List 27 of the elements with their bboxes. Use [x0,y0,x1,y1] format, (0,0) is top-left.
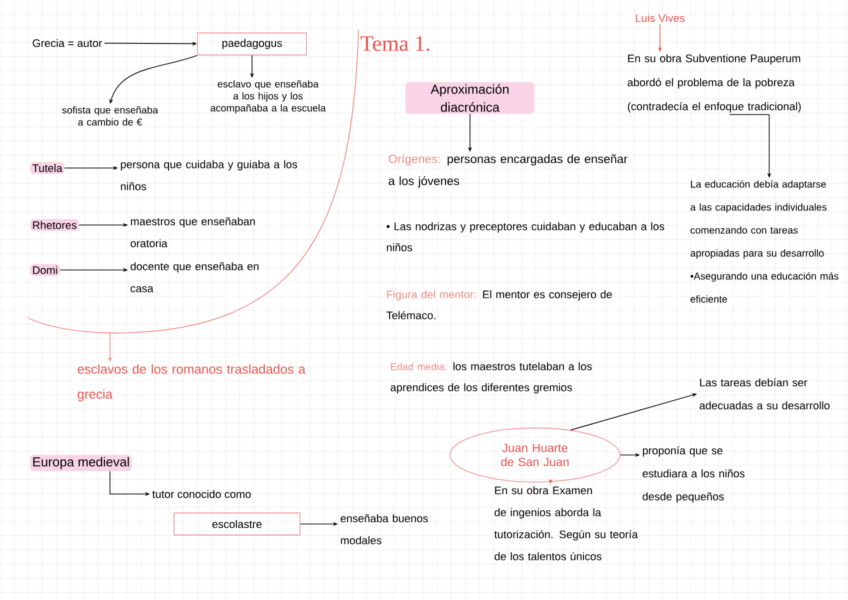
term-box: escolastre [174,512,300,536]
note-text: esclavo que enseñaba a los hijos y los acompañaba a la escuela [210,80,326,114]
note-text: enseñaba buenos modales [340,514,428,544]
highlighted-term: Aproximación diacrónica [406,82,534,114]
note-text: Orígenes: personas encargadas de enseñar a los jóvenes [388,154,628,188]
note-text: En su obra Examen de ingenios aborda la tutorización. Según su teoría de los talentos únicos [494,486,638,560]
note-text: Figura del mentor: El mentor es consejero de Telémaco. [386,290,612,320]
note-text: persona que cuidaba y guiaba a los niños [120,160,298,190]
region-outline [28,30,359,334]
label: El mentor es consejero de [483,290,612,300]
note-text: En su obra Subventione Pauperum abordó el problema de la pobreza (contradecía el enfoque tradicional) [628,54,801,112]
note-text: esclavos de los romanos trasladados a grecia [78,364,306,402]
note-text: La educación debía adaptarse a las capacidades individuales comenzando con tareas apropiadas para su desarrollo •Asegurando una educación más eficiente [690,180,838,303]
note-text: proponía que se estudiara a los niños desde pequeños [642,446,744,503]
note-text: • Las nodrizas y preceptores cuidaban y educaban a los niños [386,222,664,252]
note-text: tutor conocido como [152,490,251,498]
title: Tema 1. [360,36,430,52]
label: Telémaco. [386,311,436,320]
highlighted-term: Europa medieval [30,454,132,472]
label: Figura del mentor: [387,290,476,300]
name-text: Luis Vives [636,14,685,22]
note-text: sofista que enseñaba a cambio de € [62,106,158,126]
note-text: Grecia = autor [32,38,102,48]
note-text: docente que enseñaba en casa [130,262,258,292]
term-box: paedagogus [197,32,307,56]
note-text: Edad media: los maestros tutelaban a los aprendices de los diferentes gremios [390,362,592,394]
note-text: Las tareas debían ser adecuadas a su desarrollo [700,378,830,410]
